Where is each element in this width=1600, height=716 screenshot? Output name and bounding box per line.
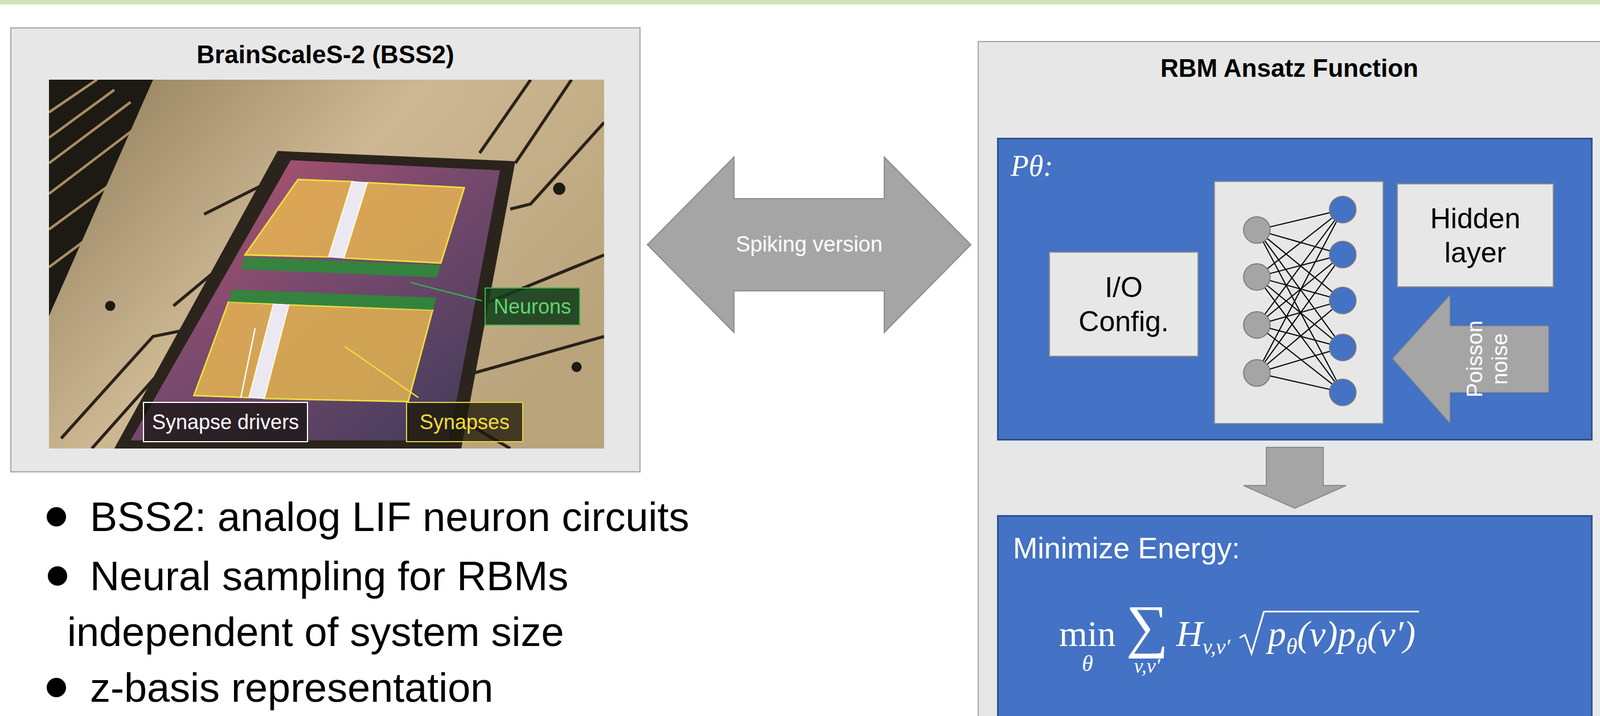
- top-rule: [0, 0, 1600, 5]
- bullet-text: z-basis representation: [67, 659, 494, 716]
- network-frame: [1214, 181, 1384, 424]
- box-label: Hidden layer: [1409, 201, 1542, 270]
- noise-label: Poisson noise: [1462, 308, 1513, 411]
- radical-sign: [1238, 610, 1265, 655]
- bullet-text: Neural sampling for RBMs independent of …: [67, 548, 660, 660]
- subscript: v,v′: [1202, 636, 1231, 658]
- formula-stack: ∑v,v′: [1126, 596, 1169, 677]
- symbol: p: [1268, 616, 1287, 653]
- hardware-panel: BrainScaleS-2 (BSS2) NeuronsSynapse drive…: [10, 27, 641, 473]
- subscript: θ: [1286, 635, 1298, 659]
- pcb-board: [48, 79, 605, 449]
- model-box: Pθ: I/O Config. Hidden layerPoisson noise: [997, 137, 1593, 441]
- rbm-network: [1213, 181, 1384, 425]
- bullet-dot: [47, 566, 68, 586]
- radicand: pθ(v)pθ(v′): [1264, 610, 1419, 655]
- callout-label: Synapse drivers: [152, 409, 299, 435]
- neuron-strips: [228, 256, 441, 310]
- callout-label: Synapses: [419, 409, 510, 435]
- subscript: v,v′: [1134, 655, 1161, 677]
- photo-callout: Neurons: [484, 287, 581, 326]
- radical-stroke: [1239, 611, 1265, 655]
- photo-background: [48, 79, 605, 449]
- objective-box: Minimize Energy:minθ∑v,v′Hv,v′ pθ(v)pθ(v…: [997, 515, 1593, 716]
- chip-die: [130, 160, 500, 441]
- panel-title: RBM Ansatz Function: [978, 42, 1600, 84]
- bullet-dot: [46, 678, 67, 698]
- symbol: H: [1176, 616, 1203, 653]
- chip-photo: [48, 79, 605, 449]
- leader-line: [409, 282, 482, 301]
- pcb-traces: [61, 79, 605, 449]
- visible-units: [1243, 216, 1271, 387]
- config-box: I/O Config.: [1048, 251, 1199, 358]
- subscript: θ: [1081, 652, 1094, 676]
- model-symbol: Pθ:: [1010, 148, 1054, 184]
- symbol: (v): [1297, 616, 1338, 653]
- block-arrow: [647, 157, 971, 333]
- ansatz-panel: RBM Ansatz Function Pθ: I/O Config. Hidden…: [977, 40, 1600, 716]
- symbol: (v′): [1367, 616, 1416, 653]
- radical: pθ(v)pθ(v′): [1238, 610, 1419, 655]
- bullet-dot: [46, 507, 67, 527]
- box-label: I/O Config.: [1061, 270, 1187, 339]
- formula-stack: minθ: [1059, 616, 1117, 676]
- subscript: θ: [1355, 635, 1368, 659]
- leader-line: [240, 328, 256, 399]
- hidden-units: [1329, 196, 1357, 406]
- panel-title: BrainScaleS-2 (BSS2): [11, 28, 640, 71]
- callout-label: Neurons: [493, 294, 572, 319]
- objective-heading: Minimize Energy:: [1012, 530, 1241, 566]
- symbol: p: [1337, 616, 1356, 653]
- photo-callout: Synapse drivers: [142, 401, 309, 443]
- sum-sign: ∑: [1126, 596, 1169, 656]
- formula: minθ∑v,v′Hv,v′ pθ(v)pθ(v′): [1059, 596, 1419, 677]
- synapse-arrays: [194, 179, 465, 402]
- synapse-driver-strips: [248, 181, 368, 399]
- noise-arrow: Poisson noise: [1392, 295, 1549, 424]
- block-arrow: [1243, 447, 1347, 509]
- hidden-layer-box: Hidden layer: [1396, 183, 1554, 288]
- operator: min: [1059, 616, 1117, 653]
- edge-label: Spiking version: [735, 231, 883, 258]
- bullet-text: BSS2: analog LIF neuron circuits: [67, 489, 690, 545]
- photo-callout: Synapses: [405, 401, 524, 443]
- noise-arrow-shape: [1392, 295, 1549, 424]
- leader-line: [345, 346, 419, 399]
